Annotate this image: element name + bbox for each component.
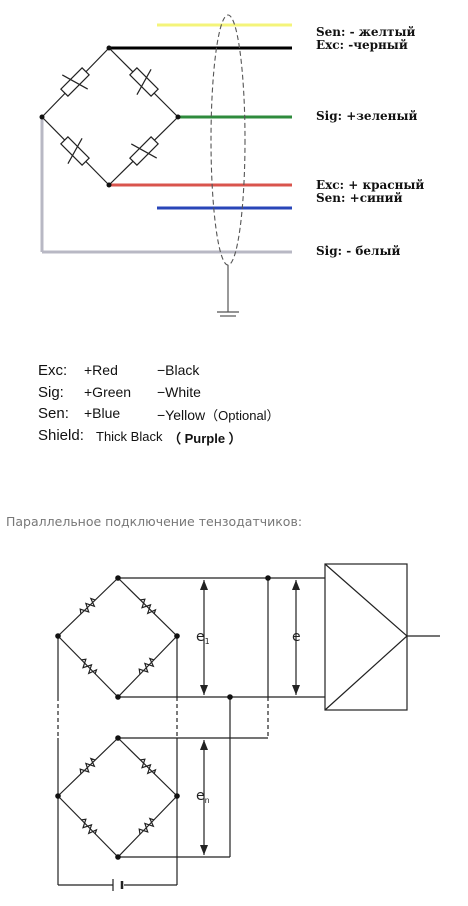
resistor: [79, 597, 96, 615]
legend-key: Shield:: [38, 426, 84, 444]
legend-row-sig: Sig: +Green −White: [38, 384, 338, 406]
resistor: [79, 757, 96, 775]
label-sig-minus: Sig: - белый: [316, 244, 401, 258]
label-exc-plus: Exc: + красный: [316, 178, 424, 192]
legend-shield-alt-color: （ Purple ）: [168, 430, 242, 446]
arrow-heads: [200, 580, 300, 855]
strain-gauge-top-left: [60, 67, 90, 97]
legend-optional-note: （Optional）: [205, 408, 280, 423]
label-e1-main: e: [196, 629, 205, 645]
legend-plus: +Red: [84, 362, 118, 378]
label-sig-plus: Sig: +зеленый: [316, 109, 417, 123]
legend-key: Exc:: [38, 362, 68, 379]
legend-minus: −Yellow（Optional）: [157, 405, 280, 424]
strain-gauge-top-right: [129, 67, 159, 97]
resistor: [139, 758, 157, 775]
legend-row-exc: Exc: +Red −Black: [38, 362, 338, 384]
legend-plus: +Green: [84, 383, 132, 400]
label-sen-minus: Sen: - желтый: [316, 25, 415, 39]
legend-minus: −Black: [157, 362, 200, 378]
legend-key: Sen:: [38, 405, 69, 422]
legend-key: Sig:: [38, 383, 64, 401]
bridge-node-bottom: [106, 182, 112, 188]
load-cell-wiring-diagram: Sen: - желтый Exc: -черный Sig: +зеленый…: [39, 14, 424, 317]
amplifier-triangle: [324, 563, 408, 711]
bridge-1: [57, 577, 178, 698]
ground-symbol: [217, 265, 239, 317]
label-e: e: [292, 629, 301, 645]
amplifier-box: [324, 563, 408, 711]
resistor: [80, 818, 98, 835]
legend-minus: −White: [157, 383, 201, 400]
legend-row-sen: Sen: +Blue −Yellow（Optional）: [38, 405, 338, 427]
caption-parallel-connection: Параллельное подключение тензодатчиков:: [6, 514, 303, 529]
wheatstone-bridge: [41, 47, 179, 186]
label-exc-minus: Exc: -черный: [316, 38, 408, 52]
label-en-sub: n: [205, 796, 210, 805]
wire-color-legend: Exc: +Red −Black Sig: +Green −White Sen:…: [38, 362, 338, 448]
junction-dots: [55, 575, 271, 860]
label-en-main: e: [196, 788, 205, 804]
legend-shield-color: Thick Black: [96, 428, 163, 444]
label-en: en: [196, 788, 210, 805]
legend-minus-text: −Yellow: [157, 407, 206, 423]
resistor: [138, 817, 155, 835]
bridge-node-left: [39, 114, 45, 120]
shield-ellipse: [210, 14, 246, 266]
legend-plus: +Blue: [84, 405, 121, 421]
bridge-node-right: [175, 114, 181, 120]
label-e1: e1: [196, 629, 210, 646]
resistors: [79, 597, 157, 835]
resistor: [80, 658, 98, 675]
label-e1-sub: 1: [205, 637, 210, 646]
bridge-node-top: [106, 45, 112, 51]
bridge-2: [57, 737, 178, 858]
strain-gauge-bottom-right: [129, 136, 159, 166]
legend-row-shield: Shield: Thick Black （ Purple ）: [38, 427, 338, 449]
resistor: [138, 657, 155, 675]
resistor: [139, 598, 157, 615]
label-sen-plus: Sen: +синий: [316, 191, 403, 205]
strain-gauge-bottom-left: [60, 136, 90, 166]
